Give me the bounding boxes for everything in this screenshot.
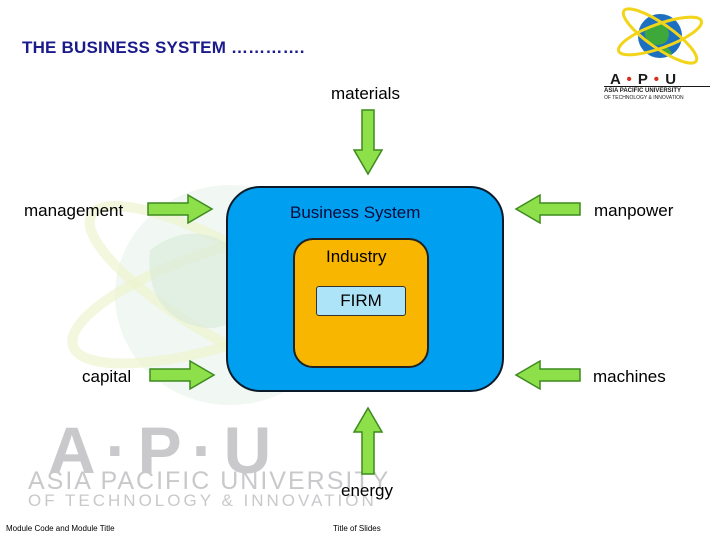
industry-label: Industry bbox=[326, 247, 387, 266]
management-label: management bbox=[24, 201, 124, 220]
energy-arrow-icon bbox=[352, 406, 384, 475]
machines-label: machines bbox=[593, 367, 666, 386]
slide-title: THE BUSINESS SYSTEM …………. bbox=[22, 38, 305, 57]
logo-line2: OF TECHNOLOGY & INNOVATION bbox=[604, 95, 684, 101]
firm-box: FIRM bbox=[316, 286, 406, 316]
energy-label: energy bbox=[341, 481, 393, 500]
footer-slide-title: Title of Slides bbox=[333, 524, 381, 533]
watermark-line1: ASIA PACIFIC UNIVERSITY bbox=[28, 467, 391, 495]
watermark-line2: OF TECHNOLOGY & INNOVATION bbox=[28, 491, 377, 510]
business-system-label: Business System bbox=[290, 203, 421, 222]
management-arrow-icon bbox=[147, 193, 214, 225]
manpower-arrow-icon bbox=[514, 193, 581, 225]
materials-label: materials bbox=[331, 84, 400, 103]
logo-divider bbox=[604, 86, 710, 87]
manpower-label: manpower bbox=[594, 201, 674, 220]
footer-module-title: Module Code and Module Title bbox=[6, 524, 115, 533]
globe-logo-icon bbox=[616, 7, 704, 65]
capital-arrow-icon bbox=[149, 359, 216, 391]
watermark-apu-mark: A·P·U bbox=[48, 413, 282, 487]
logo-apu-mark: A • P • U bbox=[610, 71, 678, 88]
logo-line1: ASIA PACIFIC UNIVERSITY bbox=[604, 88, 682, 94]
machines-arrow-icon bbox=[514, 359, 581, 391]
materials-arrow-icon bbox=[352, 109, 384, 176]
capital-label: capital bbox=[82, 367, 132, 386]
